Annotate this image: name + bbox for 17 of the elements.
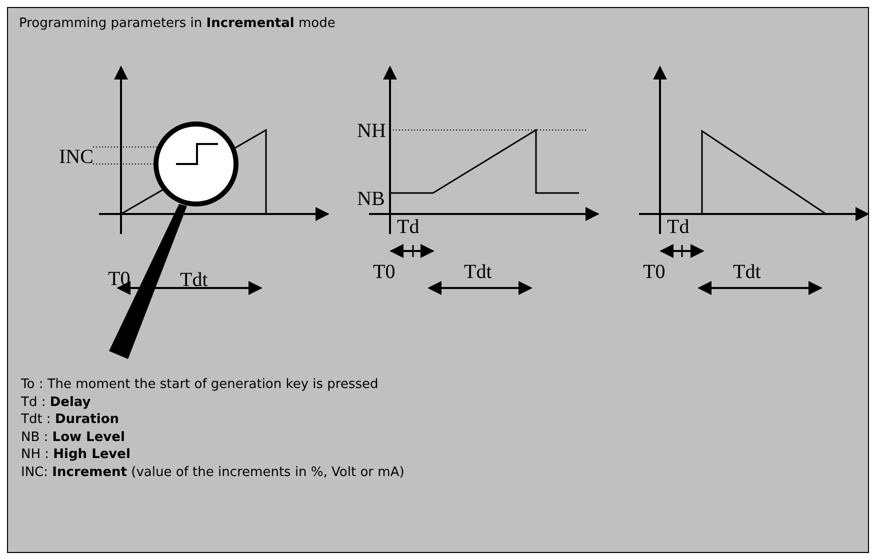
definition-text: INC: Increment (value of the increments in %, Volt or mA) xyxy=(21,465,404,481)
axis-label: NH xyxy=(357,120,386,142)
axis-label: Td xyxy=(667,216,690,238)
axis-label: Tdt xyxy=(733,261,761,283)
title: Programming parameters in Incremental mode xyxy=(19,16,336,32)
definition-text: To : The moment the start of generation key is pressed xyxy=(21,377,378,393)
definition-text: NB : Low Level xyxy=(21,430,125,446)
definition-text: NH : High Level xyxy=(21,447,130,464)
definition-text: Tdt : Duration xyxy=(21,412,120,428)
axis-label: INC xyxy=(59,146,94,168)
axis-label: Td xyxy=(397,216,420,238)
axis-label: T0 xyxy=(643,261,666,283)
axis-label: Tdt xyxy=(180,269,208,291)
axis-label: NB xyxy=(357,188,385,210)
axis-label: T0 xyxy=(373,261,396,283)
axis-label: Tdt xyxy=(464,261,492,283)
definition-text: Td : Delay xyxy=(21,394,91,411)
